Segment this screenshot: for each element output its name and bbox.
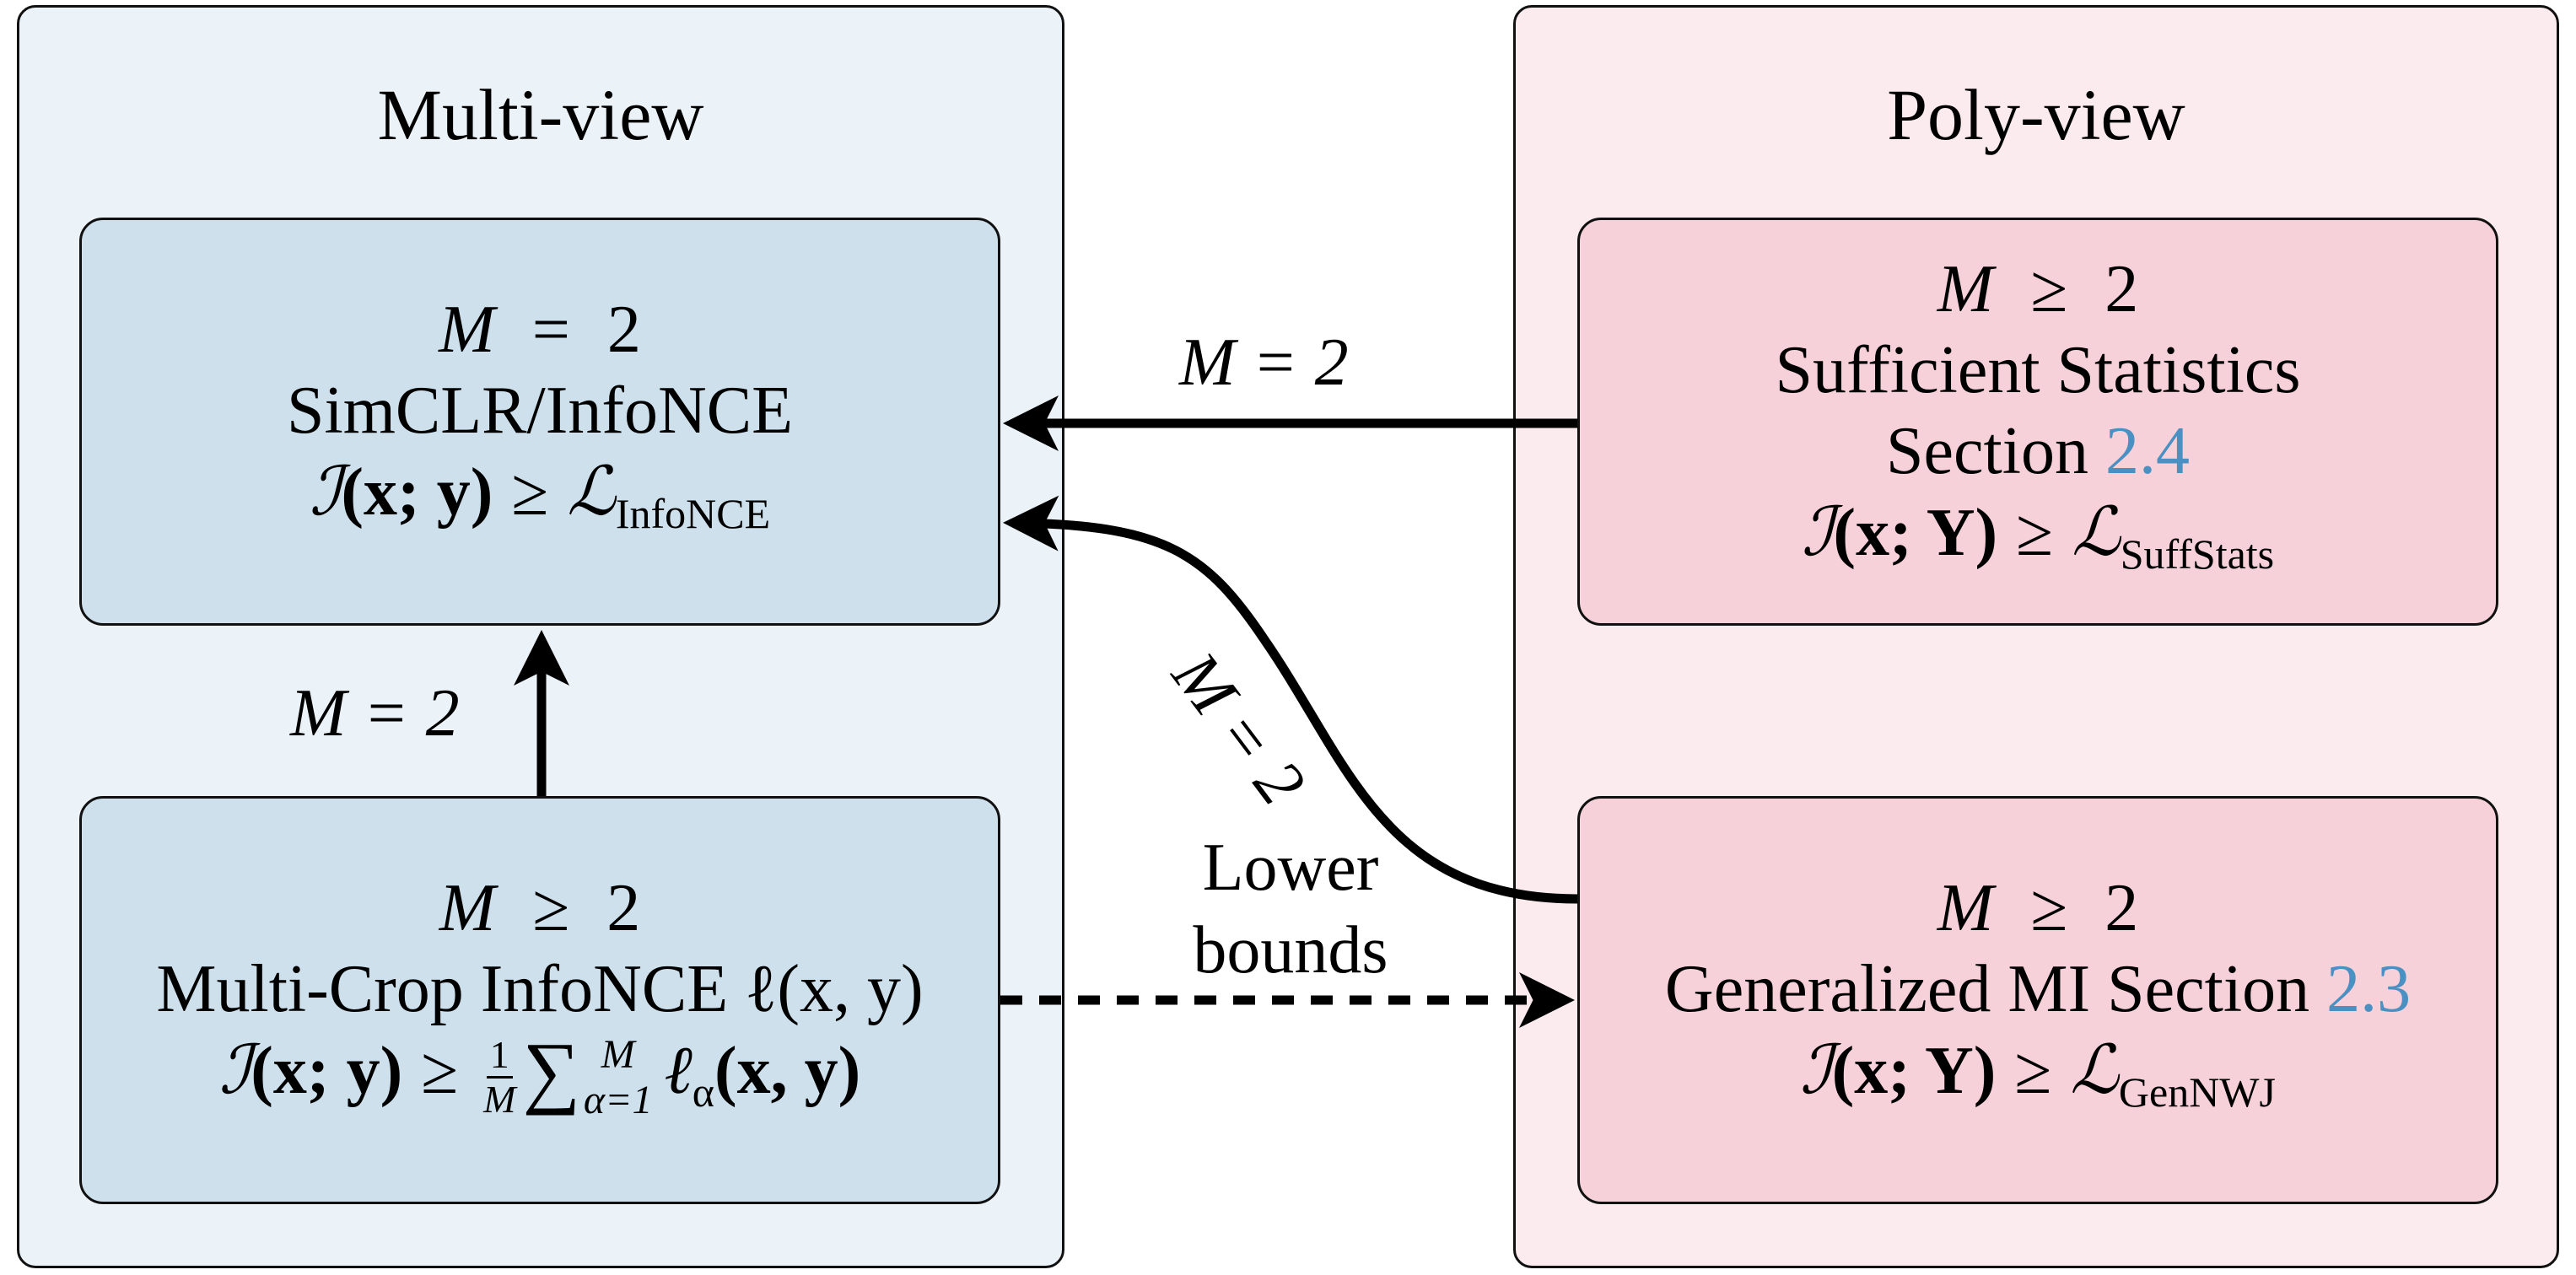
edge-label-multicrop-simclr: M = 2 [290,676,460,750]
bound-operator: ≥ [2014,1034,2052,1108]
condition-variable: M [439,871,496,945]
condition-operator: = [531,293,570,367]
bound-arguments: (x; y) [341,455,493,530]
multi-crop-infonce-box: M≥2 Multi-Crop InfoNCE ℓ(x, y) ℐ(x; y)≥1… [79,796,1000,1204]
suffstats-section: Section 2.4 [1886,411,2190,492]
generalized-mi-box: M≥2 Generalized MI Section 2.3 ℐ(x; Y)≥ℒ… [1577,796,2498,1204]
simclr-name: SimCLR/InfoNCE [286,374,794,448]
condition-operator: ≥ [2030,252,2068,326]
condition-value: 2 [2104,252,2139,326]
genmi-condition: M ≥2 [1937,868,2139,949]
section-reference-link[interactable]: 2.4 [2104,414,2190,488]
condition-value: 2 [606,293,641,367]
edge-label-suffstats-simclr: M = 2 [1179,325,1349,400]
condition-variable: M [1937,252,1994,326]
summand-symbol: ℓ [664,1034,693,1108]
loss-subscript: GenNWJ [2118,1068,2276,1116]
condition-variable: M [439,293,495,367]
loss-symbol: ℒ [2070,1030,2119,1109]
suffstats-bound: ℐ(x; Y)≥ℒSuffStats [1802,492,2274,594]
summand-subscript: α [692,1068,714,1116]
multi-view-title: Multi-view [377,74,704,155]
condition-variable: M [1937,871,1994,945]
simclr-infonce-box: M = 2 SimCLR/InfoNCE ℐ(x; y)≥ℒInfoNCE [79,218,1000,626]
mutual-information-symbol: ℐ [1801,492,1834,571]
genmi-title: Generalized MI Section [1664,952,2310,1026]
mutual-information-symbol: ℐ [218,1030,251,1109]
multicrop-condition: M ≥2 [439,868,641,949]
section-label: Section [1886,414,2088,488]
summand-arguments: (x, y) [714,1034,861,1108]
bound-operator: ≥ [2016,496,2054,570]
summation-lower: α=1 [583,1077,653,1122]
bound-arguments: (x; Y) [1831,1034,1997,1108]
condition-operator: ≥ [532,871,570,945]
simclr-condition: M = 2 [439,289,641,370]
bound-arguments: (x; Y) [1833,496,1998,570]
condition-value: 2 [2104,871,2139,945]
mutual-information-symbol: ℐ [1800,1030,1832,1109]
suffstats-condition: M ≥2 [1937,249,2139,330]
lower-bounds-line-2: bounds [1193,913,1388,987]
genmi-name: Generalized MI Section 2.3 [1665,949,2411,1030]
fraction-numerator: 1 [486,1034,513,1079]
arrow-genmi-to-simclr [1003,495,1578,904]
loss-subscript: SuffStats [2120,530,2275,578]
simclr-bound: ℐ(x; y)≥ℒInfoNCE [310,451,770,554]
condition-value: 2 [606,871,641,945]
bound-operator: ≥ [511,455,549,530]
sufficient-statistics-box: M ≥2 Sufficient Statistics Section 2.4 ℐ(… [1577,218,2498,626]
fraction-denominator: M [483,1078,516,1122]
summation-upper: M [601,1031,635,1077]
lower-bounds-line-1: Lower [1202,831,1379,905]
bound-arguments: (x; y) [251,1034,403,1108]
section-reference-link[interactable]: 2.3 [2326,952,2412,1026]
suffstats-name: Sufficient Statistics [1775,333,2301,407]
loss-subscript: InfoNCE [615,490,771,537]
loss-symbol: ℒ [567,452,616,530]
bound-operator: ≥ [421,1034,459,1108]
summation-symbol: ∑ [522,1025,580,1116]
edge-label-lower-bounds: Lower bounds [1181,826,1400,992]
poly-view-title: Poly-view [1887,74,2185,155]
condition-operator: ≥ [2030,871,2068,945]
loss-symbol: ℒ [2072,492,2121,571]
genmi-bound: ℐ(x; Y)≥ℒGenNWJ [1800,1030,2276,1132]
multicrop-name: Multi-Crop InfoNCE ℓ(x, y) [156,952,924,1026]
mutual-information-symbol: ℐ [309,452,342,530]
